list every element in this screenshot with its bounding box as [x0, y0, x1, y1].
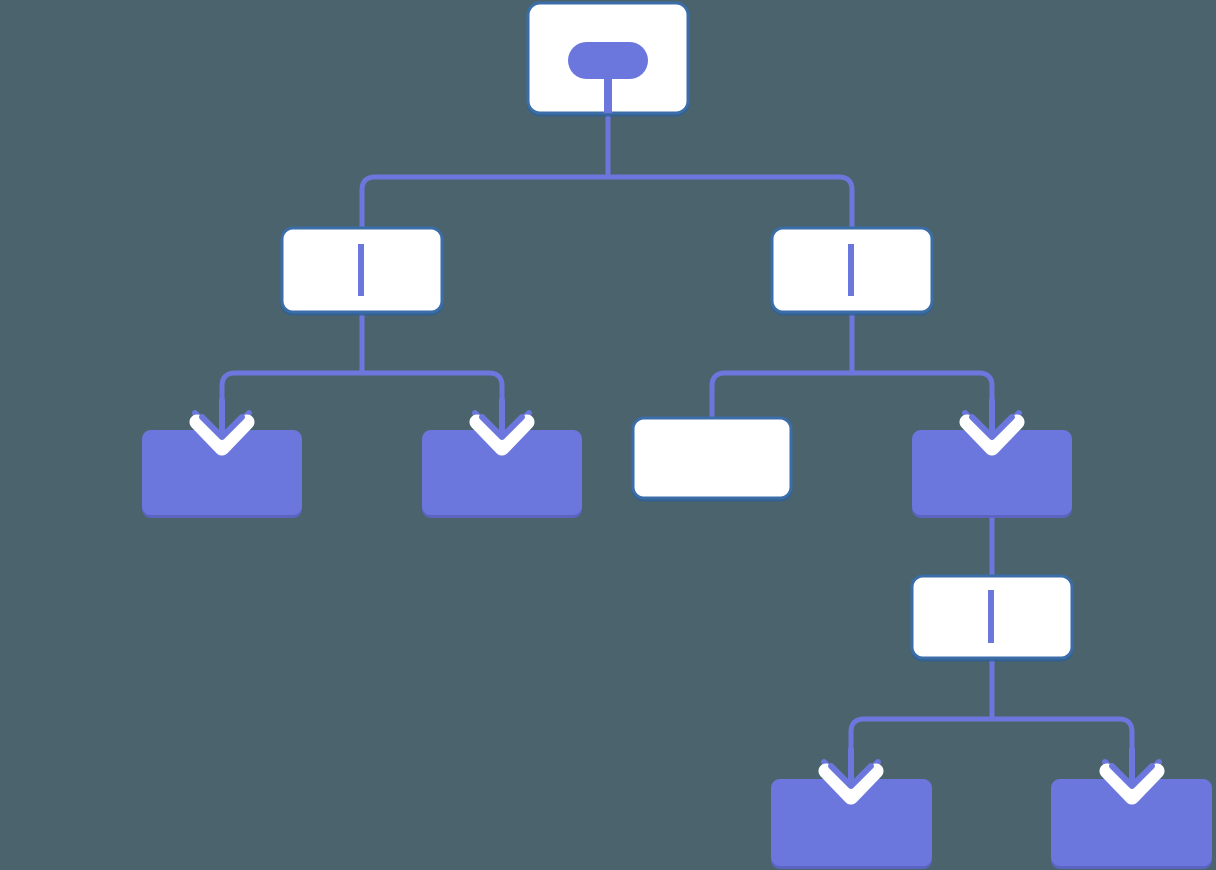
node-leaf-e[interactable] [771, 779, 932, 866]
connector-bus-right-to-branch-d [852, 370, 995, 444]
chevron-down-leaf-a-icon [189, 414, 255, 456]
arrow-tip-leaf-b-icon [479, 397, 525, 440]
node-level2-right-through-line-icon [848, 244, 854, 296]
node-leaf-e-box[interactable] [771, 779, 932, 866]
node-branch-d[interactable] [912, 430, 1072, 515]
node-leaf-c-white[interactable] [631, 416, 793, 500]
node-level2-left-through-line-icon [358, 244, 364, 296]
chevron-down-leaf-f-icon [1099, 763, 1165, 805]
node-level2-left[interactable] [280, 226, 444, 314]
node-leaf-f[interactable] [1051, 779, 1212, 866]
chevrons-layer [189, 414, 1165, 805]
arrow-tip-leaf-a-icon [199, 397, 245, 440]
connectors-layer [219, 113, 1135, 793]
node-root-pill-icon [568, 42, 648, 79]
node-leaf-a-box[interactable] [142, 430, 302, 515]
node-leaf-c-white-box[interactable] [631, 416, 793, 500]
arrow-tips-layer [199, 397, 1155, 789]
node-level2-right[interactable] [770, 226, 934, 314]
node-leaf-a[interactable] [142, 430, 302, 515]
node-leaf-b-box[interactable] [422, 430, 582, 515]
connector-bus-left-to-leaf-b [362, 370, 505, 444]
node-level4-white[interactable] [910, 574, 1074, 660]
connector-bus-to-level2-left [359, 174, 608, 228]
connector-bus-to-leaf-e [848, 716, 992, 793]
connector-bus-right-to-white [709, 370, 852, 420]
chevron-down-leaf-e-icon [818, 763, 884, 805]
connector-bus-to-leaf-f [992, 716, 1135, 793]
node-leaf-b[interactable] [422, 430, 582, 515]
arrow-tip-leaf-f-icon [1109, 746, 1155, 789]
arrow-tip-branch-d-icon [969, 397, 1015, 440]
node-root-stem-icon [604, 79, 612, 113]
chevron-down-branch-d-icon [959, 414, 1025, 456]
node-branch-d-box[interactable] [912, 430, 1072, 515]
node-level4-white-through-line-icon [988, 590, 994, 643]
connector-bus-left-to-leaf-a [219, 370, 362, 444]
node-root[interactable] [526, 1, 690, 115]
node-leaf-f-box[interactable] [1051, 779, 1212, 866]
chevron-down-leaf-b-icon [469, 414, 535, 456]
arrow-tip-leaf-e-icon [828, 746, 874, 789]
connector-bus-to-level2-right [608, 174, 855, 228]
